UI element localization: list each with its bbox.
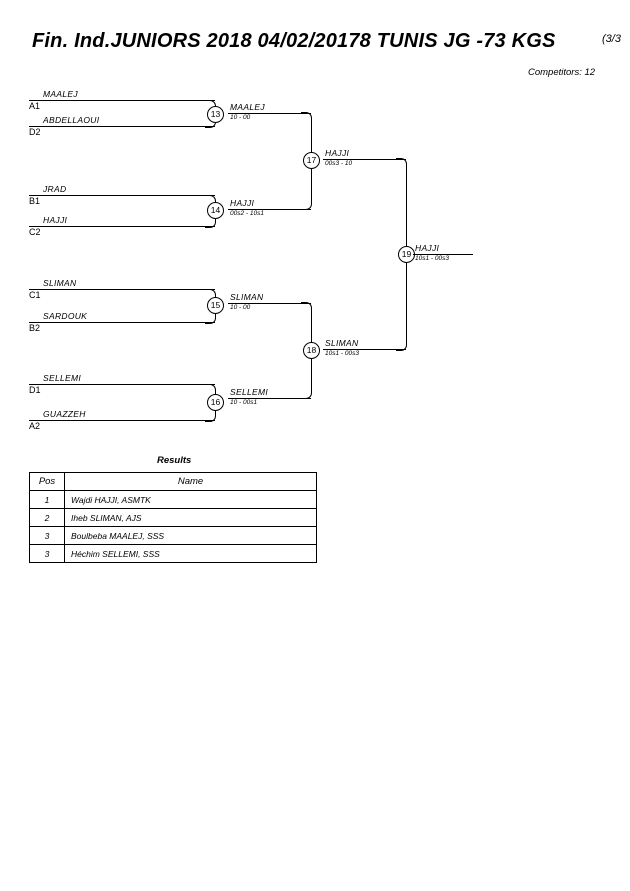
results-caption: Results bbox=[157, 455, 192, 466]
table-row[interactable]: 2 Iheb SLIMAN, AJS bbox=[29, 508, 317, 527]
result-name: Héchim SELLEMI, SSS bbox=[64, 544, 317, 563]
bracket-slot-c1[interactable]: SLIMAN C1 bbox=[29, 267, 215, 300]
match-number-14[interactable]: 14 bbox=[207, 202, 224, 219]
competitors-count: Competitors: 12 bbox=[528, 67, 596, 78]
bracket-slot-d1[interactable]: SELLEMI D1 bbox=[29, 362, 215, 395]
bracket-winner-slot-17[interactable]: HAJJI 00s3 - 10 bbox=[323, 144, 406, 167]
bracket-slot-c2[interactable]: HAJJI C2 bbox=[29, 204, 215, 237]
bracket-slot-b2[interactable]: SARDOUK B2 bbox=[29, 300, 215, 333]
result-name: Wajdi HAJJI, ASMTK bbox=[64, 490, 317, 509]
match-score: 10 - 00s1 bbox=[230, 399, 258, 406]
table-row[interactable]: 3 Boulbeba MAALEJ, SSS bbox=[29, 526, 317, 545]
bracket-winner-slot-14[interactable]: HAJJI 00s2 - 10s1 bbox=[228, 194, 311, 217]
match-score: 10 - 00 bbox=[230, 304, 251, 311]
competitor-seed: D2 bbox=[29, 127, 41, 137]
column-header-pos: Pos bbox=[29, 472, 65, 491]
bracket-winner-slot-18[interactable]: SLIMAN 10s1 - 00s3 bbox=[323, 334, 406, 357]
competitor-seed: C2 bbox=[29, 227, 41, 237]
competitor-seed: A2 bbox=[29, 421, 41, 431]
page-indicator: (3/3 bbox=[602, 33, 621, 45]
match-score: 10 - 00 bbox=[230, 114, 251, 121]
result-position: 3 bbox=[29, 526, 65, 545]
match-number-17[interactable]: 17 bbox=[303, 152, 320, 169]
tournament-bracket: MAALEJ A1 ABDELLAOUI D2 JRAD B1 HAJJI C2… bbox=[29, 78, 473, 431]
match-winner-name: SLIMAN bbox=[325, 338, 359, 348]
competitor-name: HAJJI bbox=[43, 215, 68, 225]
table-row[interactable]: 1 Wajdi HAJJI, ASMTK bbox=[29, 490, 317, 509]
bracket-slot-a1[interactable]: MAALEJ A1 bbox=[29, 78, 215, 111]
results-header-row: Pos Name bbox=[29, 472, 317, 491]
competitor-name: MAALEJ bbox=[43, 89, 78, 99]
competitor-name: SELLEMI bbox=[43, 373, 82, 383]
match-number-15[interactable]: 15 bbox=[207, 297, 224, 314]
bracket-winner-slot-16[interactable]: SELLEMI 10 - 00s1 bbox=[228, 383, 311, 406]
competitor-name: SARDOUK bbox=[43, 311, 88, 321]
competitor-name: SLIMAN bbox=[43, 278, 77, 288]
competitor-name: JRAD bbox=[43, 184, 67, 194]
bracket-slot-a2[interactable]: GUAZZEH A2 bbox=[29, 398, 215, 431]
result-position: 2 bbox=[29, 508, 65, 527]
bracket-winner-slot-15[interactable]: SLIMAN 10 - 00 bbox=[228, 288, 311, 311]
competitor-seed: B1 bbox=[29, 196, 41, 206]
match-score: 00s2 - 10s1 bbox=[230, 210, 264, 217]
match-winner-name: HAJJI bbox=[415, 243, 440, 253]
match-winner-name: SELLEMI bbox=[230, 387, 269, 397]
match-score: 10s1 - 00s3 bbox=[415, 255, 449, 262]
competitor-seed: C1 bbox=[29, 290, 41, 300]
match-winner-name: HAJJI bbox=[325, 148, 350, 158]
bracket-winner-slot-13[interactable]: MAALEJ 10 - 00 bbox=[228, 98, 311, 121]
result-position: 3 bbox=[29, 544, 65, 563]
competitor-seed: A1 bbox=[29, 101, 41, 111]
bracket-winner-slot-19[interactable]: HAJJI 10s1 - 00s3 bbox=[413, 239, 473, 262]
results-table: Pos Name 1 Wajdi HAJJI, ASMTK 2 Iheb SLI… bbox=[29, 472, 317, 563]
match-score: 10s1 - 00s3 bbox=[325, 350, 359, 357]
column-header-name: Name bbox=[64, 472, 317, 491]
match-number-16[interactable]: 16 bbox=[207, 394, 224, 411]
bracket-slot-b1[interactable]: JRAD B1 bbox=[29, 173, 215, 206]
result-name: Iheb SLIMAN, AJS bbox=[64, 508, 317, 527]
competitor-name: ABDELLAOUI bbox=[43, 115, 100, 125]
result-position: 1 bbox=[29, 490, 65, 509]
competitor-name: GUAZZEH bbox=[43, 409, 86, 419]
page-title: Fin. Ind.JUNIORS 2018 04/02/20178 TUNIS … bbox=[32, 30, 556, 52]
competitor-seed: D1 bbox=[29, 385, 41, 395]
table-row[interactable]: 3 Héchim SELLEMI, SSS bbox=[29, 544, 317, 563]
result-name: Boulbeba MAALEJ, SSS bbox=[64, 526, 317, 545]
bracket-slot-d2[interactable]: ABDELLAOUI D2 bbox=[29, 104, 215, 137]
match-winner-name: MAALEJ bbox=[230, 102, 265, 112]
competitor-seed: B2 bbox=[29, 323, 41, 333]
match-number-13[interactable]: 13 bbox=[207, 106, 224, 123]
match-score: 00s3 - 10 bbox=[325, 160, 353, 167]
match-winner-name: HAJJI bbox=[230, 198, 255, 208]
match-winner-name: SLIMAN bbox=[230, 292, 264, 302]
match-number-18[interactable]: 18 bbox=[303, 342, 320, 359]
